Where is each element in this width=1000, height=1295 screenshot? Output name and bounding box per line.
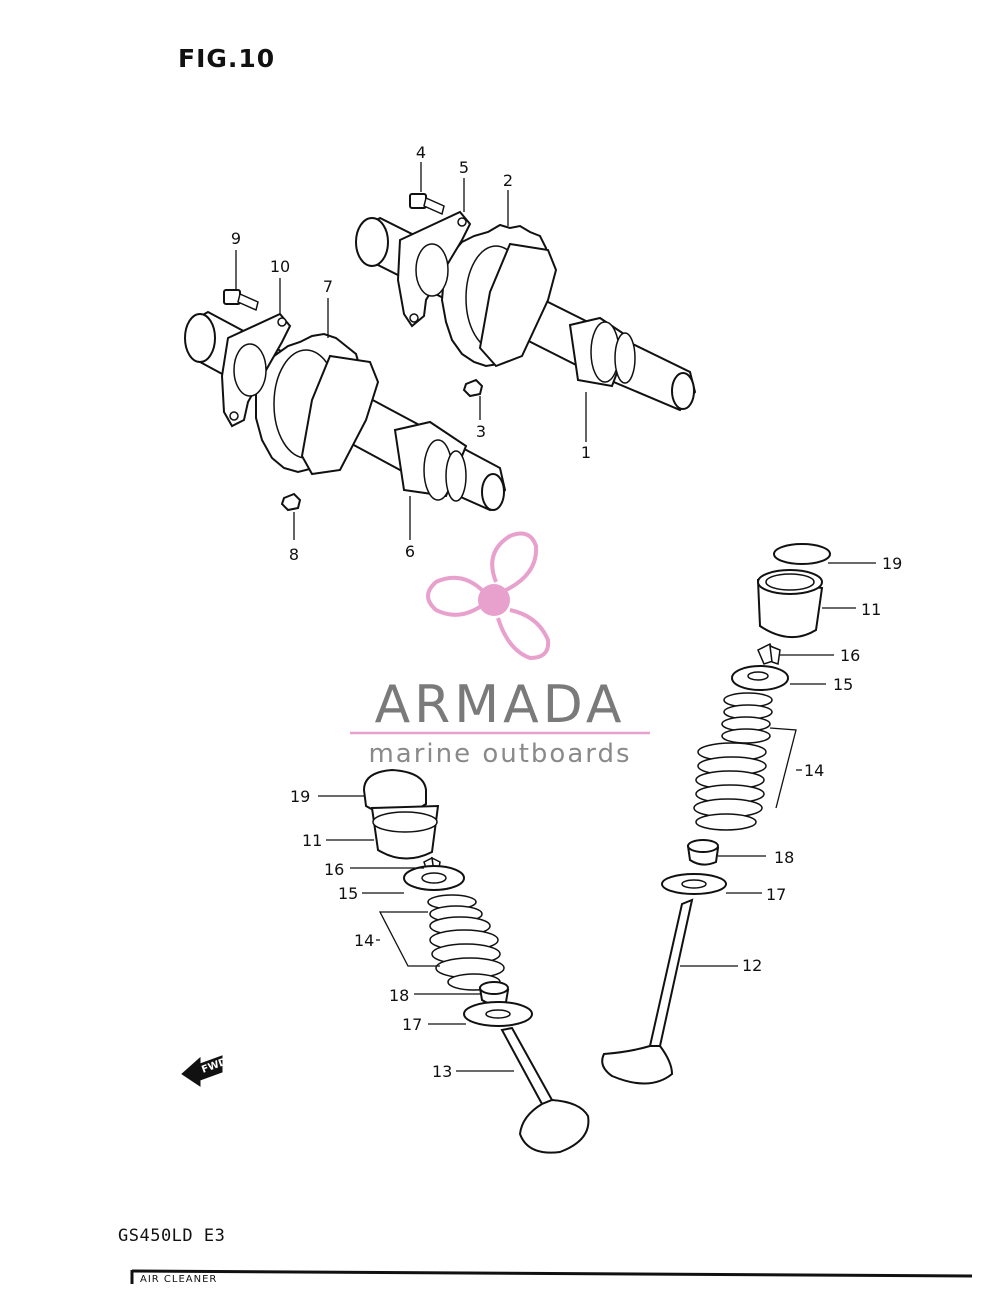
- retainer-plate-upper: [396, 210, 472, 328]
- spring-seat-17-right: [661, 873, 727, 895]
- armada-watermark: ARMADA marine outboards: [350, 531, 650, 769]
- callout-19-right: 19: [882, 554, 902, 573]
- callout-16-right: 16: [840, 646, 860, 665]
- leader-lines: [235, 162, 876, 1072]
- watermark-brand: ARMADA: [375, 675, 626, 735]
- footer-section-label: AIR CLEANER: [140, 1274, 218, 1285]
- cotter-16-right: [757, 642, 781, 665]
- callout-7: 7: [323, 277, 333, 296]
- callout-5: 5: [459, 158, 469, 177]
- retainer-15-left: [403, 865, 465, 891]
- stem-seal-18-right: [686, 839, 720, 866]
- propeller-logo-icon: [426, 531, 551, 661]
- figure-title: FIG.10: [178, 44, 276, 73]
- callout-12: 12: [742, 956, 762, 975]
- callout-17-right: 17: [766, 885, 786, 904]
- callout-8: 8: [289, 545, 299, 564]
- callout-18-left: 18: [389, 986, 409, 1005]
- shim-19-right: [773, 543, 831, 565]
- springs-14-right: [693, 692, 773, 831]
- sprocket-flange-lower: [300, 354, 380, 476]
- callout-3: 3: [476, 422, 486, 441]
- sprocket-flange-upper: [478, 242, 558, 368]
- tappet-11-right: [756, 569, 824, 638]
- callout-14-right: 14: [804, 761, 824, 780]
- spring-seat-17-left: [463, 1001, 533, 1027]
- retainer-plate-lower: [220, 312, 292, 428]
- callout-1: 1: [581, 443, 591, 462]
- bolt-4: [409, 193, 445, 216]
- callout-15-right: 15: [833, 675, 853, 694]
- dowel-pin-3: [462, 378, 484, 398]
- callout-13: 13: [432, 1062, 452, 1081]
- valve-12-exhaust: [601, 898, 694, 1085]
- propeller-hub-icon: [478, 584, 510, 616]
- callout-2: 2: [503, 171, 513, 190]
- callout-numbers: 4 5 2 1 3 9 10 7 8 6 19 11 16 15 14 18 1…: [231, 143, 902, 1081]
- callout-18-right: 18: [774, 848, 794, 867]
- tappet-11-left: [370, 804, 440, 860]
- callout-16-left: 16: [324, 860, 344, 879]
- callout-11-left: 11: [302, 831, 322, 850]
- callout-14-left: 14: [354, 931, 374, 950]
- callout-6: 6: [405, 542, 415, 561]
- callout-17-left: 17: [402, 1015, 422, 1034]
- callout-4: 4: [416, 143, 426, 162]
- callout-15-left: 15: [338, 884, 358, 903]
- bolt-9: [223, 289, 259, 312]
- fwd-arrow-icon: FWD: [181, 1055, 229, 1087]
- dowel-pin-8: [280, 492, 302, 512]
- callout-11-right: 11: [861, 600, 881, 619]
- springs-14-left: [427, 894, 505, 991]
- callout-9: 9: [231, 229, 241, 248]
- callout-19-left: 19: [290, 787, 310, 806]
- watermark-tagline: marine outboards: [368, 739, 631, 769]
- footer-rule: [130, 1269, 973, 1284]
- valve-13-intake: [500, 1026, 590, 1154]
- retainer-15-right: [731, 665, 789, 691]
- model-code: GS450LD E3: [118, 1226, 226, 1246]
- callout-10: 10: [270, 257, 290, 276]
